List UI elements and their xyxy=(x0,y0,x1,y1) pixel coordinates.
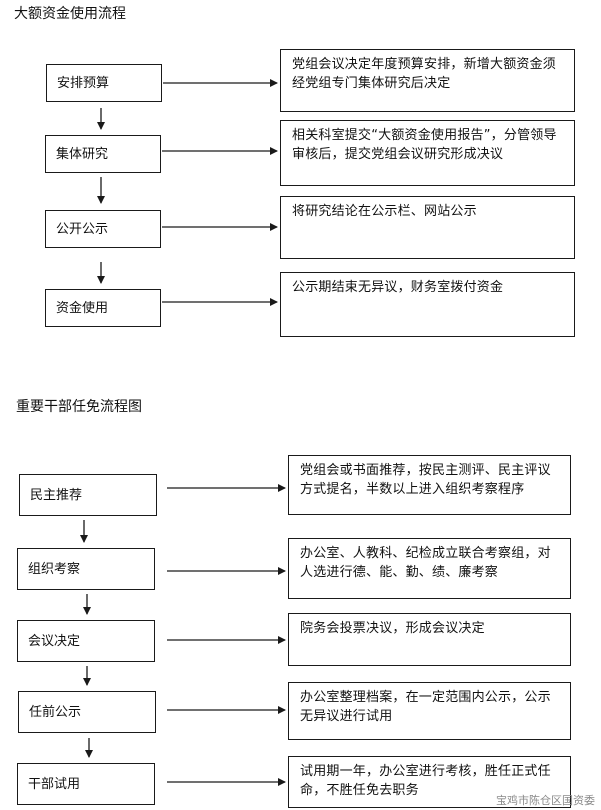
fund-desc-publicity: 将研究结论在公示栏、网站公示 xyxy=(280,196,575,259)
cadre-step-pre-appointment-publicity: 任前公示 xyxy=(18,691,156,733)
fund-desc-disbursement: 公示期结束无异议，财务室拨付资金 xyxy=(280,272,575,337)
cadre-desc-probation: 试用期一年，办公室进行考核，胜任正式任命，不胜任免去职务 xyxy=(288,756,571,808)
cadre-desc-pre-appointment-publicity: 办公室整理档案，在一定范围内公示，公示无异议进行试用 xyxy=(288,682,571,740)
watermark: 宝鸡市陈仓区国资委 xyxy=(496,794,595,807)
fund-step-budget: 安排预算 xyxy=(46,64,162,102)
fund-step-publicity: 公开公示 xyxy=(45,210,161,248)
cadre-step-inspection: 组织考察 xyxy=(17,548,155,590)
cadre-step-probation: 干部试用 xyxy=(17,763,155,805)
fund-desc-budget: 党组会议决定年度预算安排，新增大额资金须经党组专门集体研究后决定 xyxy=(280,49,575,112)
cadre-step-recommendation: 民主推荐 xyxy=(19,474,157,516)
section1-title: 大额资金使用流程 xyxy=(14,6,126,22)
cadre-step-meeting-decision: 会议决定 xyxy=(17,620,155,662)
section2-title: 重要干部任免流程图 xyxy=(16,399,142,415)
fund-step-disbursement: 资金使用 xyxy=(45,289,161,327)
fund-step-collective-study: 集体研究 xyxy=(45,135,161,173)
cadre-desc-inspection: 办公室、人教科、纪检成立联合考察组，对人选进行德、能、勤、绩、廉考察 xyxy=(288,538,571,599)
fund-desc-collective-study: 相关科室提交“大额资金使用报告”，分管领导审核后，提交党组会议研究形成决议 xyxy=(280,120,575,186)
cadre-desc-recommendation: 党组会或书面推荐，按民主测评、民主评议方式提名，半数以上进入组织考察程序 xyxy=(288,455,571,515)
cadre-desc-meeting-decision: 院务会投票决议，形成会议决定 xyxy=(288,613,571,666)
